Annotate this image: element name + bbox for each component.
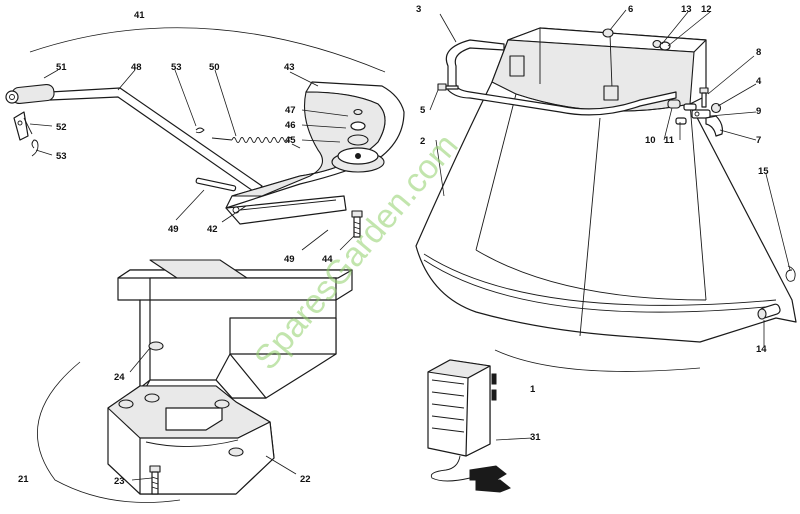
bolt-23: [149, 465, 161, 495]
callout-53-upper: 53: [171, 62, 182, 73]
callout-6: 6: [628, 4, 633, 15]
callout-45: 45: [285, 135, 296, 146]
callout-12: 12: [701, 4, 712, 15]
callout-42: 42: [207, 224, 218, 235]
callout-1: 1: [530, 384, 536, 395]
callout-8: 8: [756, 47, 761, 58]
callout-49-upper: 49: [168, 224, 179, 235]
callout-31: 31: [530, 432, 541, 443]
nut-4: [710, 102, 722, 114]
bolt-44: [351, 210, 363, 238]
bracket-7: [705, 115, 723, 137]
callout-47: 47: [285, 105, 296, 116]
callout-15: 15: [758, 166, 769, 177]
grip-end-hole: [9, 94, 15, 100]
callout-48: 48: [131, 62, 142, 73]
callout-22: 22: [300, 474, 311, 485]
battery-charger: [427, 359, 511, 493]
callout-41: 41: [134, 10, 145, 21]
washers-12-13: [652, 39, 671, 51]
clip-hole: [17, 120, 23, 126]
callout-23: 23: [114, 476, 125, 487]
grip-end-cap: [5, 90, 19, 104]
callout-13: 13: [681, 4, 692, 15]
callout-5: 5: [420, 105, 426, 116]
callout-43: 43: [284, 62, 295, 73]
lever-assembly: [5, 83, 263, 194]
bracket-9: [691, 109, 711, 119]
grass-collector-bag: [415, 27, 797, 343]
callout-49-lower: 49: [284, 254, 295, 265]
callout-11: 11: [664, 135, 675, 146]
callout-2: 2: [420, 136, 425, 147]
split-pin-53-left: [31, 139, 39, 157]
callout-14: 14: [756, 344, 767, 355]
callout-21: 21: [18, 474, 29, 485]
callout-52: 52: [56, 122, 67, 133]
clip-15: [785, 265, 796, 282]
callout-51: 51: [56, 62, 67, 73]
weight-bracket: [117, 259, 353, 413]
group-arc-41: [29, 27, 386, 73]
leader-lines: [29, 9, 791, 481]
frame-rod-3: [445, 39, 677, 116]
washer-stack: [331, 108, 385, 173]
nut-6: [602, 28, 614, 38]
lever-rod: [49, 87, 263, 194]
split-pin-53-upper: [195, 127, 205, 134]
pin-14: [757, 303, 781, 320]
callout-labels: 41 51 48 53 50 43 47 46 45 52 53 49 42 4…: [18, 4, 769, 487]
callout-3: 3: [416, 4, 421, 15]
callout-50: 50: [209, 62, 220, 73]
callout-7: 7: [756, 135, 761, 146]
callout-9: 9: [756, 106, 761, 117]
pin-49: [195, 177, 237, 192]
callout-10: 10: [645, 135, 656, 146]
bushings-10-11: [667, 99, 697, 125]
screw-8: [699, 87, 709, 108]
callout-46: 46: [285, 120, 296, 131]
spring-50: [211, 137, 301, 149]
callout-24: 24: [114, 372, 125, 383]
callout-4: 4: [756, 76, 762, 87]
group-arc-21: [36, 361, 181, 503]
clip-52: [13, 111, 33, 141]
callout-44: 44: [322, 254, 333, 265]
screw-5: [437, 83, 459, 91]
clip-wire: [23, 117, 33, 135]
counterweight-block: [107, 385, 275, 495]
group-arc-1: [494, 349, 701, 372]
callout-53-left: 53: [56, 151, 67, 162]
